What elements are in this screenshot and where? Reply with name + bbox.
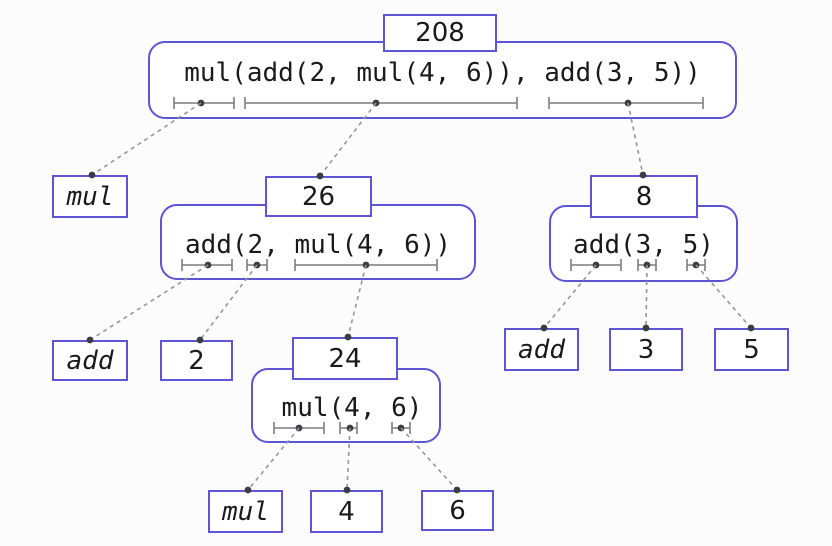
leaf-token-add-2: add [504, 328, 579, 371]
node-add35-value: 8 [590, 175, 698, 218]
leaf-number-3: 3 [609, 328, 683, 371]
leaf-number-5: 5 [714, 328, 789, 371]
leaf-token-add-1: add [52, 340, 128, 381]
node-add2mul-expr: add(2, mul(4, 6)) [184, 230, 452, 260]
leaf-number-4: 4 [310, 490, 383, 533]
node-root-expr: mul(add(2, mul(4, 6)), add(3, 5)) [184, 58, 701, 88]
node-root-value: 208 [383, 14, 497, 52]
node-root-box: mul(add(2, mul(4, 6)), add(3, 5)) [148, 41, 737, 119]
node-mul46-value: 24 [292, 337, 398, 380]
leaf-number-2: 2 [160, 340, 233, 381]
leaf-token-mul-2: mul [208, 490, 283, 533]
node-add35-expr: add(3, 5) [573, 230, 714, 260]
leaf-number-6: 6 [421, 490, 494, 531]
leaf-token-mul-1: mul [52, 175, 128, 218]
node-mul46-expr: mul(4, 6) [281, 393, 423, 423]
node-add2mul-value: 26 [265, 176, 372, 217]
